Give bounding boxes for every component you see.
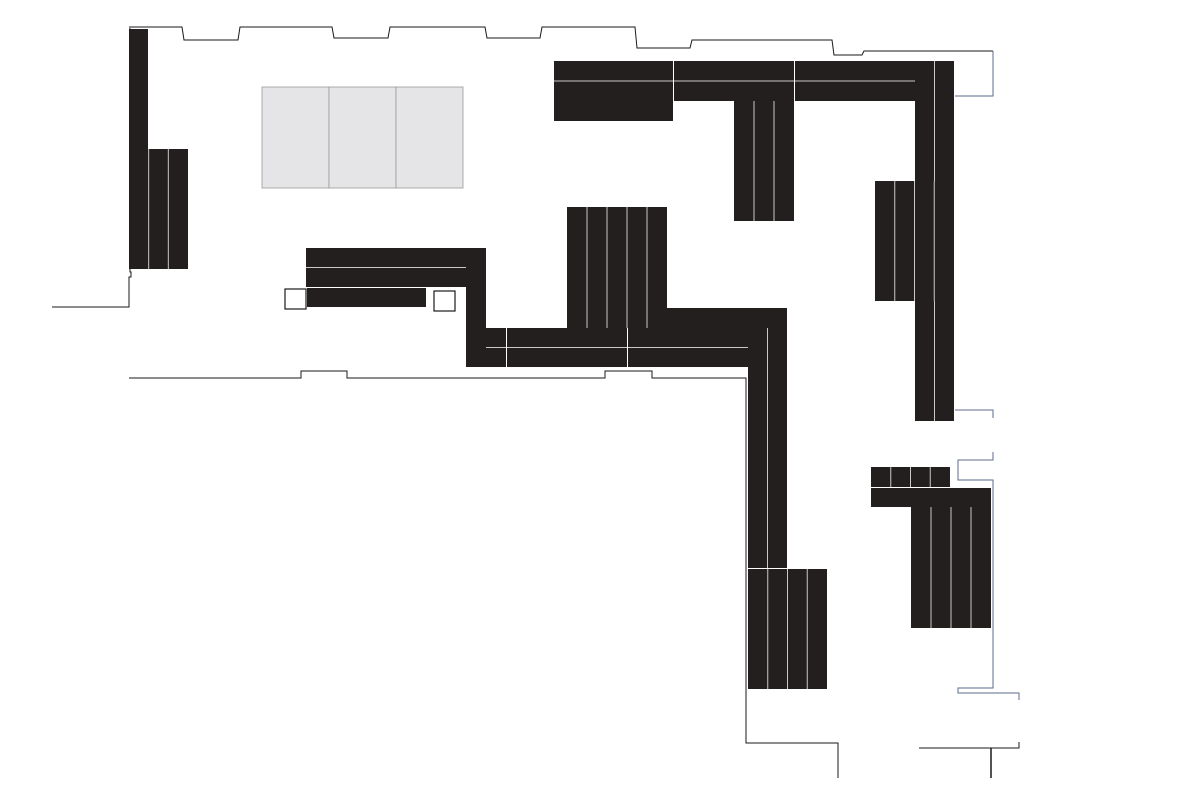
middle-wall (129, 370, 839, 778)
table-group (554, 101, 673, 121)
table-group (307, 288, 426, 307)
table-block (129, 149, 188, 269)
table-group (871, 467, 950, 487)
table-group (129, 29, 148, 149)
bottom-right-wall (919, 742, 1020, 749)
table-group (628, 328, 748, 367)
column-marker (284, 288, 307, 310)
table-group (507, 328, 627, 367)
table-block (129, 29, 148, 149)
right-alcove-edge (957, 452, 1020, 700)
shaded-panel (328, 86, 397, 189)
table-group (748, 569, 827, 689)
table-group (129, 149, 188, 269)
table-block (667, 308, 787, 328)
column-markers (284, 288, 456, 312)
table-block (307, 288, 426, 307)
table-group (875, 181, 954, 301)
table-group (911, 507, 991, 628)
table-group (667, 308, 787, 328)
table-group (466, 248, 486, 367)
table-group (871, 488, 991, 507)
table-group (795, 61, 915, 101)
shaded-panel (395, 86, 464, 189)
table-block (567, 207, 667, 328)
table-group (446, 248, 466, 287)
top-right-edge (955, 51, 994, 97)
table-block (554, 101, 673, 121)
table-group (674, 61, 794, 101)
table-groups (129, 29, 991, 689)
table-group (915, 301, 954, 421)
walls (52, 26, 1020, 778)
right-mid-edge (955, 409, 994, 418)
table-group (748, 448, 787, 568)
table-group (306, 248, 326, 287)
table-group (734, 101, 794, 221)
left-upper-wall (52, 28, 132, 308)
table-block (734, 101, 794, 221)
shaded-area (261, 86, 464, 189)
table-block (466, 248, 486, 367)
top-wall (129, 26, 993, 56)
table-block (871, 488, 991, 507)
shaded-panel (261, 86, 330, 189)
table-group (748, 328, 787, 448)
column-marker (433, 290, 456, 312)
table-group (567, 207, 667, 328)
table-group (915, 61, 954, 181)
table-group (554, 61, 673, 101)
table-group (326, 248, 446, 287)
table-group (486, 328, 506, 367)
